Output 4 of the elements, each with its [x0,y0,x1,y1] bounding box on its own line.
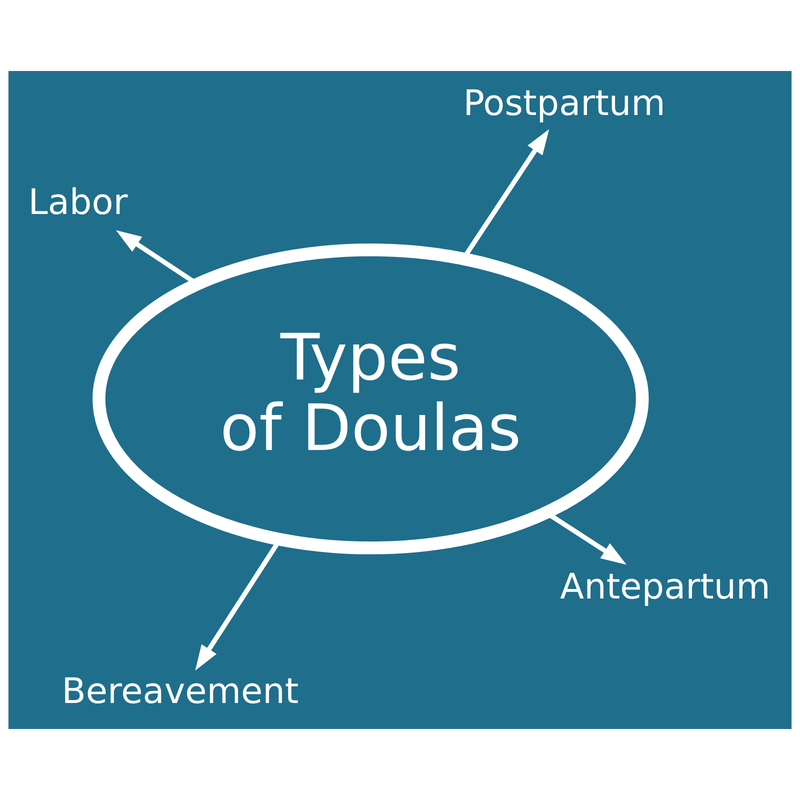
node-text: Antepartum [560,566,770,608]
node-text: Bereavement [62,670,299,712]
node-text: Postpartum [463,83,666,124]
node-text: Labor [28,182,128,224]
